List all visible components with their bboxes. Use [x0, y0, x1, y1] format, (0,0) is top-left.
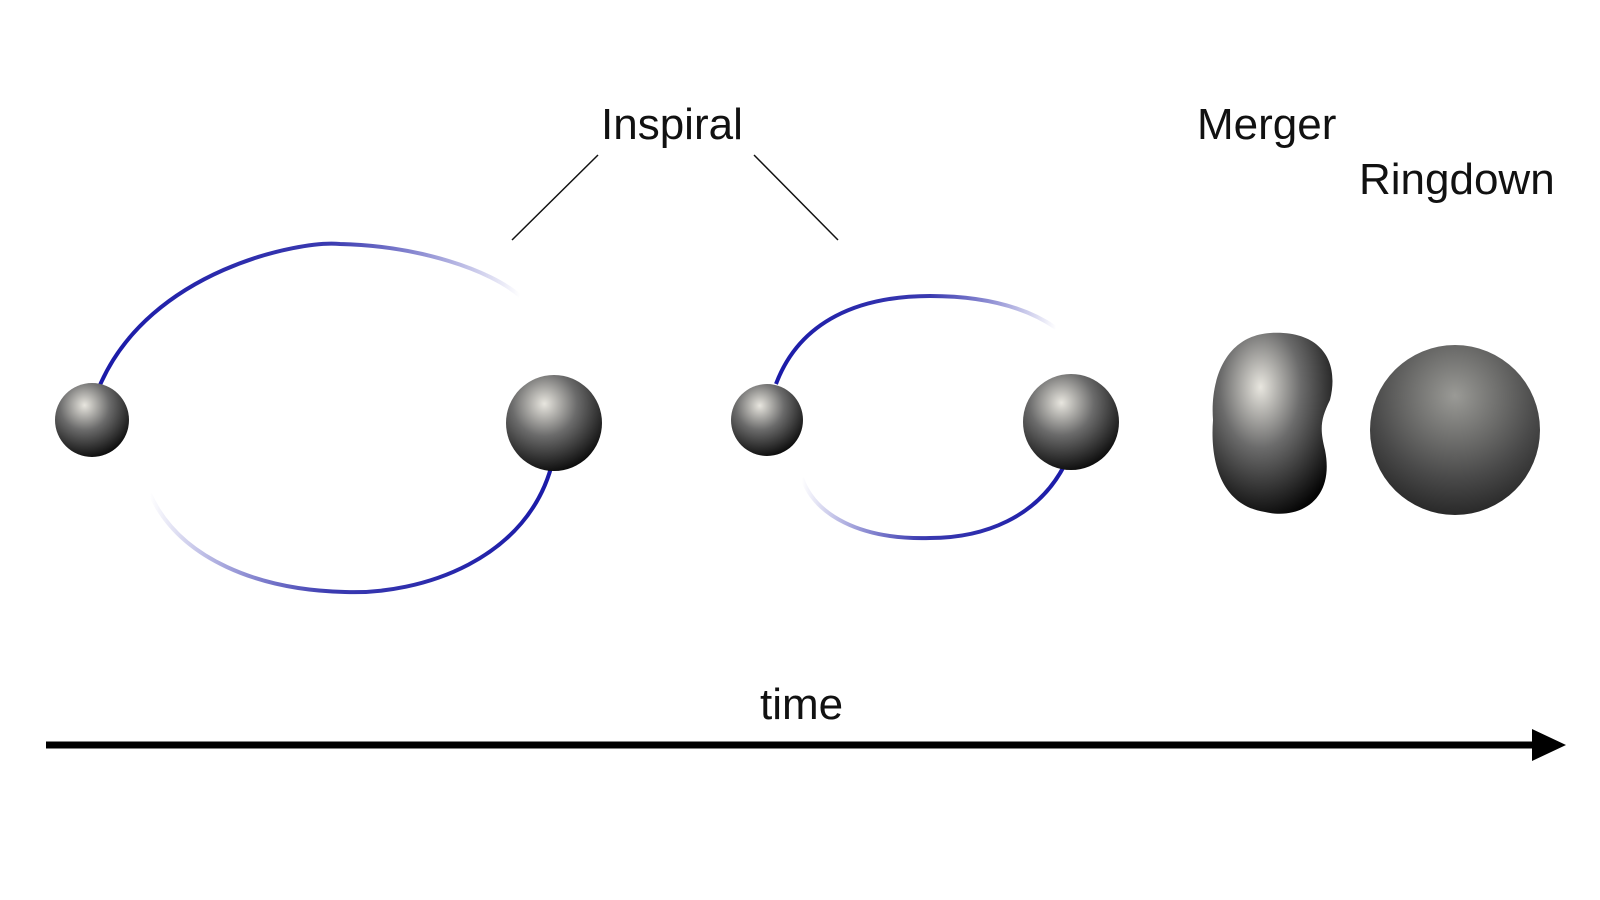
orbit-2-lower	[800, 457, 1070, 541]
orbit-1-lower	[148, 459, 555, 595]
ringdown-black-hole	[1370, 345, 1540, 515]
inspiral-label: Inspiral	[601, 100, 743, 149]
time-arrow-head	[1532, 729, 1566, 761]
time-label: time	[760, 680, 844, 729]
merger-label: Merger	[1197, 100, 1337, 149]
merger-black-hole	[1212, 332, 1333, 514]
orbit-2-upper	[774, 293, 1058, 385]
orbit-1-upper	[98, 241, 522, 386]
black-hole-1a	[55, 383, 129, 457]
inspiral-pointer-left	[511, 154, 599, 241]
black-hole-2b	[1023, 374, 1119, 470]
black-hole-2a	[731, 384, 803, 456]
inspiral-pointer-right	[753, 154, 839, 241]
black-hole-1b	[506, 375, 602, 471]
ringdown-label: Ringdown	[1359, 155, 1555, 204]
